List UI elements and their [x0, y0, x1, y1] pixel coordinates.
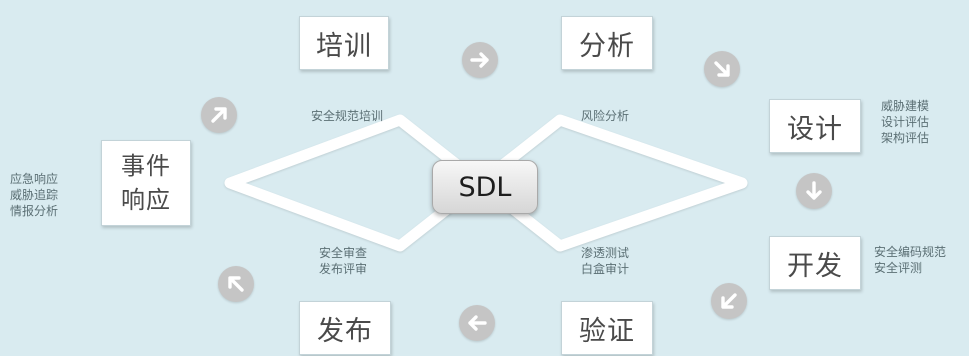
stage-verification: 验证	[561, 301, 653, 355]
arrow-down-left-icon	[711, 283, 747, 319]
arrow-down-icon	[796, 173, 832, 209]
arrow-down-right-icon	[704, 51, 740, 87]
right-loop	[474, 114, 748, 252]
note-release: 安全审查 发布评审	[318, 246, 367, 276]
stage-release: 发布	[299, 301, 391, 355]
arrow-right-icon	[462, 42, 498, 78]
note-analysis: 风险分析	[580, 109, 629, 123]
stage-training: 培训	[299, 16, 389, 70]
sdl-hub: SDL	[432, 160, 538, 214]
stage-incident-response: 事件 响应	[101, 140, 191, 226]
note-development: 安全编码规范 安全评测	[874, 245, 947, 275]
arrow-up-right-icon	[201, 97, 237, 133]
stage-development: 开发	[769, 236, 861, 290]
note-incident-response: 应急响应 威胁追踪 情报分析	[10, 172, 59, 218]
note-design: 威胁建模 设计评估 架构评估	[881, 99, 930, 145]
stage-design: 设计	[769, 99, 861, 153]
note-verification: 渗透测试 白盒审计	[580, 246, 629, 276]
arrow-left-icon	[459, 305, 495, 341]
stage-analysis: 分析	[561, 16, 653, 70]
arrow-up-left-icon	[218, 266, 254, 302]
note-training: 安全规范培训	[310, 109, 383, 123]
